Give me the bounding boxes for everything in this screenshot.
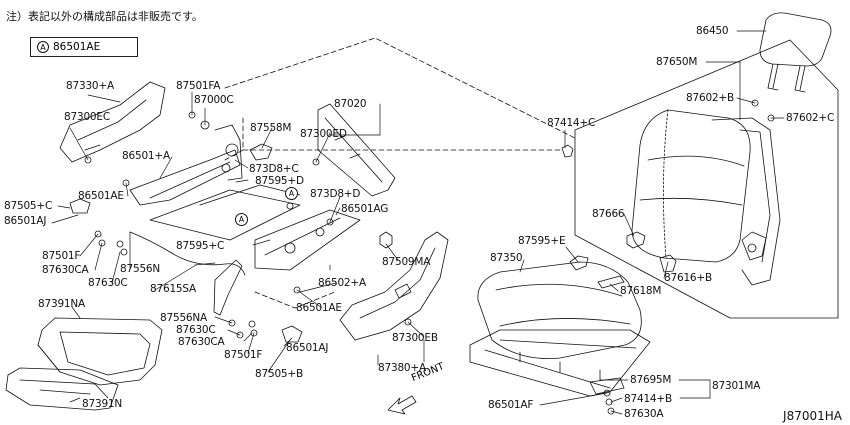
- part-label-87595c[interactable]: 87595+C: [176, 240, 225, 252]
- diagram-code: J87001HA: [783, 409, 842, 423]
- part-label-87020[interactable]: 87020: [334, 98, 367, 110]
- part-label-86501ae-2[interactable]: 86501AE: [296, 302, 342, 314]
- part-label-87505c[interactable]: 87505+C: [4, 200, 53, 212]
- part-label-87595d[interactable]: 87595+D: [255, 175, 304, 187]
- part-label-87300eb[interactable]: 87300EB: [392, 332, 438, 344]
- callout-a-marker: A: [285, 187, 298, 200]
- outer-seat-finisher: [339, 231, 449, 341]
- part-label-87301ma[interactable]: 87301MA: [712, 380, 761, 392]
- seat-frame: [469, 329, 651, 397]
- part-label-86501a[interactable]: 86501+A: [122, 150, 170, 162]
- part-label-86501aj[interactable]: 86501AJ: [4, 215, 47, 227]
- part-label-86501ae[interactable]: 86501AE: [78, 190, 124, 202]
- part-label-86502a[interactable]: 86502+A: [318, 277, 366, 289]
- storage-tray: [37, 317, 163, 386]
- part-label-87630c-2[interactable]: 87630C: [176, 324, 216, 336]
- part-label-87556n[interactable]: 87556N: [120, 263, 161, 275]
- part-label-87595e[interactable]: 87595+E: [518, 235, 566, 247]
- seatback-cushion: [631, 109, 751, 263]
- part-label-87650m[interactable]: 87650M: [656, 56, 698, 68]
- part-label-87602c[interactable]: 87602+C: [786, 112, 835, 124]
- part-label-87501f-2[interactable]: 87501F: [224, 349, 263, 361]
- seat-cushion: [477, 261, 642, 359]
- slide-rails: [149, 184, 361, 271]
- clip-87616: [659, 254, 677, 273]
- clip-87595e: [569, 255, 589, 271]
- recliner-mechanism: [129, 124, 243, 206]
- part-label-87330a[interactable]: 87330+A: [66, 80, 114, 92]
- legend-marker: A: [37, 41, 49, 53]
- fasteners: [69, 99, 775, 415]
- callout-a-marker: A: [235, 213, 248, 226]
- part-label-87414c[interactable]: 87414+C: [547, 117, 596, 129]
- cable: [129, 231, 246, 276]
- part-label-87391n[interactable]: 87391N: [82, 398, 123, 410]
- part-label-87695m[interactable]: 87695M: [630, 374, 672, 386]
- note-text: 注）表記以外の構成部品は非販売です。: [6, 10, 203, 23]
- part-label-87000c[interactable]: 87000C: [194, 94, 234, 106]
- leader-lines: [51, 30, 785, 415]
- seatback-frame: [711, 117, 781, 286]
- part-label-87618m[interactable]: 87618M: [620, 285, 662, 297]
- part-label-86501aj-2[interactable]: 86501AJ: [286, 342, 329, 354]
- lever: [213, 259, 243, 316]
- part-label-873d8c[interactable]: 873D8+C: [249, 163, 299, 175]
- dashed-outline: [224, 37, 576, 309]
- part-label-87630a[interactable]: 87630A: [624, 408, 664, 420]
- legend-box: A 86501AE: [30, 37, 138, 57]
- clip-87666: [626, 231, 646, 249]
- seatback-frame-outline: [574, 39, 839, 319]
- part-label-87414b[interactable]: 87414+B: [624, 393, 673, 405]
- part-label-87501fa[interactable]: 87501FA: [176, 80, 221, 92]
- part-label-87505b[interactable]: 87505+B: [255, 368, 304, 380]
- part-label-87630c[interactable]: 87630C: [88, 277, 128, 289]
- part-label-87616b[interactable]: 87616+B: [664, 272, 713, 284]
- part-label-87630ca-2[interactable]: 87630CA: [178, 336, 225, 348]
- part-label-87602b[interactable]: 87602+B: [686, 92, 735, 104]
- part-label-86501af[interactable]: 86501AF: [488, 399, 534, 411]
- part-label-87501f[interactable]: 87501F: [42, 250, 81, 262]
- headrest: [759, 12, 832, 93]
- part-label-87509ma[interactable]: 87509MA: [382, 256, 431, 268]
- part-label-87380a[interactable]: 87380+A: [378, 362, 426, 374]
- part-label-87391na[interactable]: 87391NA: [38, 298, 86, 310]
- part-label-87350[interactable]: 87350: [490, 252, 523, 264]
- clip-87414c: [561, 144, 574, 158]
- part-label-87615sa[interactable]: 87615SA: [150, 283, 197, 295]
- part-label-87630ca[interactable]: 87630CA: [42, 264, 89, 276]
- part-label-87556na[interactable]: 87556NA: [160, 312, 208, 324]
- legend-part: 86501AE: [53, 41, 101, 53]
- front-arrow: [387, 395, 417, 415]
- trim-87618m: [597, 275, 625, 289]
- part-label-87300ed[interactable]: 87300ED: [300, 128, 347, 140]
- part-label-873d8d[interactable]: 873D8+D: [310, 188, 361, 200]
- part-label-87558m[interactable]: 87558M: [250, 122, 292, 134]
- part-label-86501ag[interactable]: 86501AG: [341, 203, 389, 215]
- part-label-87300ec[interactable]: 87300EC: [64, 111, 110, 123]
- lower-tray: [5, 367, 119, 411]
- part-label-86450[interactable]: 86450: [696, 25, 729, 37]
- rail-cover: [317, 103, 396, 197]
- part-label-87666[interactable]: 87666: [592, 208, 625, 220]
